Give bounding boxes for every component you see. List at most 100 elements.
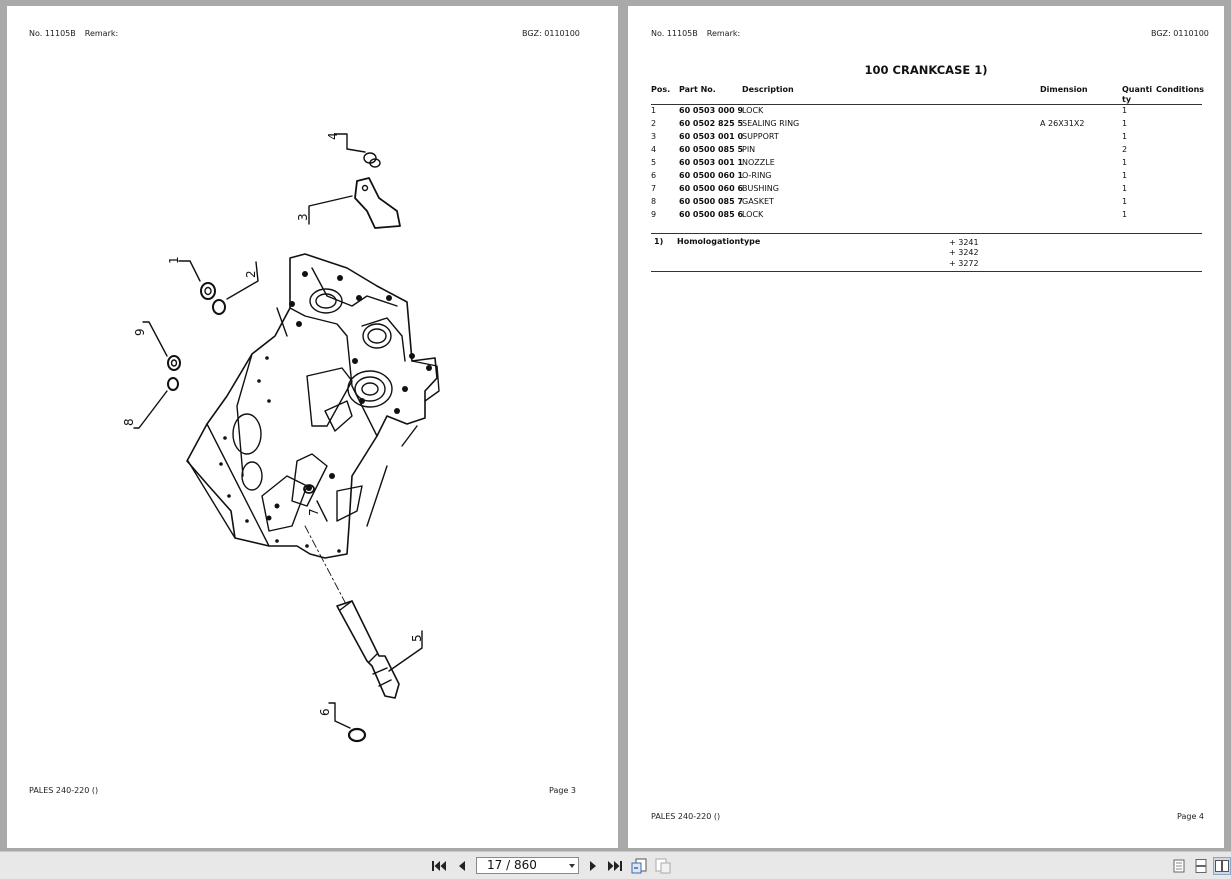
footnote-bottom-rule xyxy=(651,271,1202,272)
part-3-support xyxy=(308,177,401,229)
two-page-view-button[interactable] xyxy=(1213,857,1231,875)
row-part-no: 60 0503 000 9 xyxy=(679,106,744,115)
right-page-header: No. 11105B Remark: xyxy=(651,29,740,38)
col-header-dimension: Dimension xyxy=(1040,85,1088,94)
continuous-view-button[interactable] xyxy=(1192,857,1210,875)
header-remark: Remark: xyxy=(84,29,119,38)
part-8-gasket xyxy=(133,377,179,429)
callout-1: 1 xyxy=(167,256,181,264)
row-quantity: 1 xyxy=(1122,158,1128,167)
row-pos: 3 xyxy=(651,132,657,141)
table-row: 5 60 0503 001 1 NOZZLE 1 xyxy=(628,158,1224,171)
go-forward-button[interactable] xyxy=(654,857,672,875)
row-description: BUSHING xyxy=(742,184,779,193)
row-description: SUPPORT xyxy=(742,132,779,141)
part-4-pin xyxy=(334,133,381,168)
row-pos: 1 xyxy=(651,106,657,115)
back-view-icon xyxy=(631,858,647,874)
table-row: 4 60 0500 085 5 PIN 2 xyxy=(628,145,1224,158)
footnote-marker: 1) xyxy=(654,237,664,246)
part-5-nozzle xyxy=(336,600,423,699)
row-part-no: 60 0500 060 1 xyxy=(679,171,744,180)
table-row: 2 60 0502 825 5 SEALING RING A 26X31X2 1 xyxy=(628,119,1224,132)
row-pos: 8 xyxy=(651,197,657,206)
row-description: GASKET xyxy=(742,197,774,206)
go-back-button[interactable] xyxy=(630,857,648,875)
left-page-footer-page: Page 3 xyxy=(549,786,576,795)
row-description: NOZZLE xyxy=(742,158,775,167)
page-dropdown-icon[interactable] xyxy=(569,864,575,868)
callout-9: 9 xyxy=(133,328,147,336)
col-header-part-no: Part No. xyxy=(679,85,716,94)
col-header-description: Description xyxy=(742,85,794,94)
last-page-icon xyxy=(608,861,622,871)
row-quantity: 1 xyxy=(1122,184,1128,193)
row-part-no: 60 0502 825 5 xyxy=(679,119,744,128)
row-quantity: 1 xyxy=(1122,119,1128,128)
header-remark: Remark: xyxy=(706,29,741,38)
table-row: 1 60 0503 000 9 LOCK 1 xyxy=(628,106,1224,119)
row-part-no: 60 0500 085 5 xyxy=(679,145,744,154)
row-quantity: 1 xyxy=(1122,106,1128,115)
callout-4: 4 xyxy=(326,132,340,140)
footnote-value: + 3241 xyxy=(949,238,979,247)
row-pos: 9 xyxy=(651,210,657,219)
two-page-icon xyxy=(1215,860,1229,872)
row-quantity: 1 xyxy=(1122,197,1128,206)
row-part-no: 60 0503 001 0 xyxy=(679,132,744,141)
callout-8: 8 xyxy=(122,418,136,426)
row-description: SEALING RING xyxy=(742,119,800,128)
previous-page-icon xyxy=(459,861,465,871)
row-description: O-RING xyxy=(742,171,772,180)
continuous-pages-icon xyxy=(1195,859,1207,873)
col-header-conditions: Conditions xyxy=(1156,85,1205,94)
previous-page-button[interactable] xyxy=(453,857,471,875)
single-page-icon xyxy=(1173,859,1185,873)
row-pos: 5 xyxy=(651,158,657,167)
footnote-value: + 3242 xyxy=(949,248,979,257)
row-quantity: 1 xyxy=(1122,171,1128,180)
row-quantity: 1 xyxy=(1122,132,1128,141)
part-7-bushing xyxy=(303,484,328,522)
table-header-rule xyxy=(651,104,1202,105)
row-description: LOCK xyxy=(742,210,764,219)
callout-7: 7 xyxy=(307,508,321,516)
section-title: 100 CRANKCASE 1) xyxy=(864,63,988,77)
callout-3: 3 xyxy=(296,213,310,221)
row-part-no: 60 0503 001 1 xyxy=(679,158,744,167)
single-page-view-button[interactable] xyxy=(1170,857,1188,875)
row-part-no: 60 0500 060 6 xyxy=(679,184,744,193)
footnote-label: Homologationtype xyxy=(677,237,761,246)
right-page-footer-page: Page 4 xyxy=(1177,812,1204,821)
table-row: 8 60 0500 085 7 GASKET 1 xyxy=(628,197,1224,210)
col-header-quantity-line2: ty xyxy=(1122,95,1132,104)
page-number-input[interactable]: 17 / 860 xyxy=(476,857,579,874)
right-page-footer-model: PALES 240-220 () xyxy=(651,812,721,821)
part-6-o-ring xyxy=(328,702,367,743)
table-row: 6 60 0500 060 1 O-RING 1 xyxy=(628,171,1224,184)
row-quantity: 2 xyxy=(1122,145,1128,154)
table-row: 9 60 0500 085 6 LOCK 1 xyxy=(628,210,1224,223)
table-row: 3 60 0503 001 0 SUPPORT 1 xyxy=(628,132,1224,145)
first-page-button[interactable] xyxy=(430,857,448,875)
header-doc-number: No. 11105B xyxy=(651,29,698,38)
row-quantity: 1 xyxy=(1122,210,1128,219)
row-pos: 4 xyxy=(651,145,657,154)
next-page-button[interactable] xyxy=(584,857,602,875)
first-page-icon xyxy=(432,861,446,871)
row-description: LOCK xyxy=(742,106,764,115)
row-part-no: 60 0500 085 7 xyxy=(679,197,744,206)
row-dimension: A 26X31X2 xyxy=(1040,119,1085,128)
part-9-lock xyxy=(142,321,181,371)
left-page-footer-model: PALES 240-220 () xyxy=(29,786,99,795)
last-page-button[interactable] xyxy=(606,857,624,875)
part-1-lock xyxy=(178,260,216,300)
col-header-pos: Pos. xyxy=(651,85,671,94)
row-pos: 2 xyxy=(651,119,657,128)
next-page-icon xyxy=(590,861,596,871)
pdf-navigation-toolbar: 17 / 860 xyxy=(0,851,1231,879)
bolt-holes xyxy=(219,271,432,553)
exploded-parts-drawing: 4 3 1 2 9 8 7 5 6 xyxy=(122,132,440,743)
